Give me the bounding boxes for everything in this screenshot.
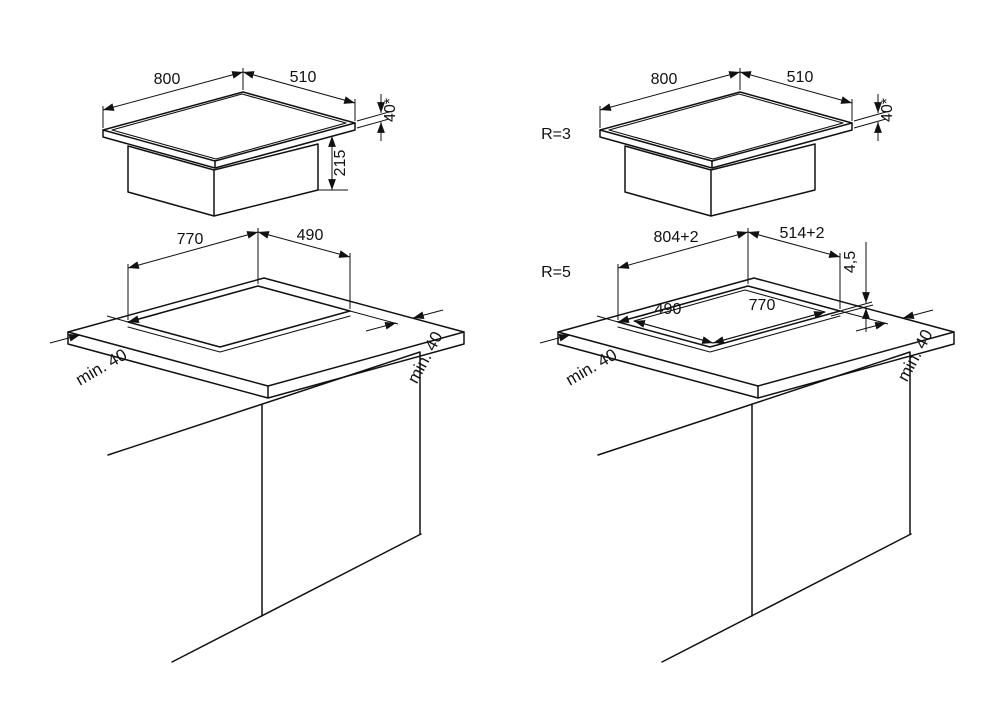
clearance-left-label: min. 40 xyxy=(72,345,130,389)
dim-line-inner-770 xyxy=(712,311,826,344)
cabinet-lines xyxy=(107,351,422,663)
radius-label: R=3 xyxy=(541,126,571,143)
ext-line-clearance-left xyxy=(596,315,619,323)
dim-label-rebate-depth: 4,5 xyxy=(842,251,859,273)
cooktop-top-face xyxy=(599,91,853,162)
dim-label-height: 40* xyxy=(382,98,399,122)
dim-label-cutout-depth: 514+2 xyxy=(780,225,825,242)
ext-lines-40 xyxy=(356,111,390,129)
dim-label-inner-width: 770 xyxy=(749,297,776,314)
dim-label-height: 40* xyxy=(879,98,896,122)
dim-label-width: 800 xyxy=(651,71,678,88)
dim-label-cutout-width: 804+2 xyxy=(654,229,699,246)
dim-label-depth: 510 xyxy=(290,69,317,86)
clearance-left-arrow-out xyxy=(49,334,81,344)
worktop-edge xyxy=(557,331,955,399)
worktop-top-face xyxy=(67,277,465,387)
dim-line-510 xyxy=(242,71,356,104)
worktop-top-face xyxy=(557,277,955,387)
cooktop-drawing-right: R=3 800 510 40* xyxy=(541,68,896,217)
dim-label-body-depth: 215 xyxy=(332,150,349,177)
clearance-right-arrow-out xyxy=(412,309,444,319)
dim-line-800 xyxy=(599,71,741,111)
dim-line-510 xyxy=(739,71,853,104)
clearance-left-label: min. 40 xyxy=(562,345,620,389)
ext-line-clearance-left xyxy=(106,315,129,323)
dim-line-inner-490 xyxy=(633,320,714,344)
cooktop-top-face xyxy=(102,91,356,162)
radius-label: R=5 xyxy=(541,264,571,281)
dim-line-800 xyxy=(102,71,244,111)
dim-line-490 xyxy=(257,231,351,258)
cooktop-rim xyxy=(102,122,356,169)
ext-line-clearance-right xyxy=(839,310,889,325)
cooktop-body xyxy=(127,143,319,217)
worktop-cutout-drawing-left: 770 490 min. 40 min. 40 xyxy=(49,227,465,663)
clearance-right-arrow-out xyxy=(902,309,934,319)
clearance-right-arrow-in xyxy=(365,322,397,332)
worktop-edge xyxy=(67,331,465,399)
worktop-cutout-drawing-right: R=5 804+2 514+2 4,5 490 770 min. 40 min.… xyxy=(539,225,955,663)
dim-line-514 xyxy=(747,231,841,258)
cutout-inner-wall xyxy=(617,315,841,353)
clearance-left-arrow-in xyxy=(127,313,159,323)
cooktop-rim xyxy=(599,122,853,169)
dim-line-770 xyxy=(127,231,259,269)
dim-label-cutout-width: 770 xyxy=(177,231,204,248)
dim-label-inner-depth: 490 xyxy=(655,301,682,318)
ext-lines-rebate xyxy=(830,301,874,317)
cooktop-drawing-left: 800 510 40* 215 xyxy=(102,68,399,217)
clearance-right-arrow-in xyxy=(855,322,887,332)
cabinet-lines xyxy=(597,351,912,663)
clearance-left-arrow-out xyxy=(539,334,571,344)
clearance-left-arrow-in xyxy=(617,313,649,323)
dim-label-cutout-depth: 490 xyxy=(297,227,324,244)
dim-label-depth: 510 xyxy=(787,69,814,86)
cutout-opening xyxy=(127,285,351,348)
cooktop-body xyxy=(624,143,816,217)
clearance-right-label: min. 40 xyxy=(404,328,447,386)
ext-line-clearance-right xyxy=(349,310,399,325)
dim-line-804 xyxy=(617,231,749,269)
dim-label-width: 800 xyxy=(154,71,181,88)
cutout-inner-wall xyxy=(127,315,351,353)
ext-lines-40 xyxy=(853,111,887,129)
